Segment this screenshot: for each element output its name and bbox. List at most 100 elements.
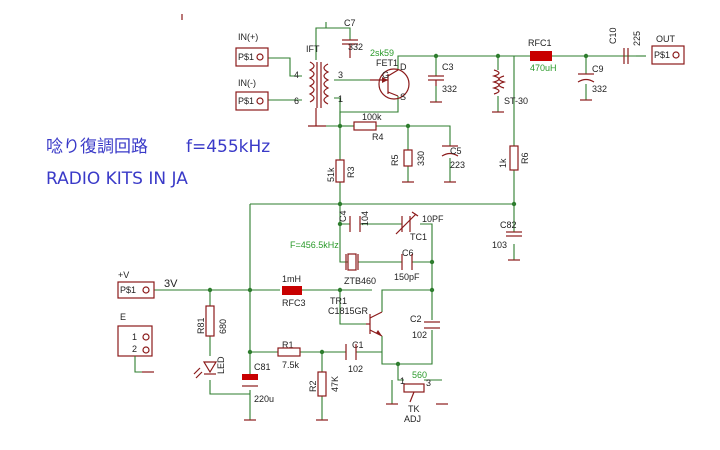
svg-text:R5: R5 bbox=[390, 154, 400, 166]
svg-text:C1815GR: C1815GR bbox=[328, 306, 369, 316]
c5-capacitor: C5 223 bbox=[441, 145, 465, 183]
svg-text:470uH: 470uH bbox=[530, 63, 557, 73]
svg-text:1: 1 bbox=[338, 94, 343, 104]
fet1-transistor: 2sk59 FET1 G D S bbox=[370, 48, 410, 102]
c82-capacitor: C82 103 bbox=[492, 220, 522, 261]
svg-text:R6: R6 bbox=[520, 152, 530, 164]
st30-coil: ST-30 bbox=[491, 69, 528, 113]
r4-resistor: 100k R4 bbox=[353, 112, 384, 142]
vr-adjust-potentiometer: 560 1 3 TK ADJ bbox=[386, 370, 448, 424]
svg-text:1: 1 bbox=[400, 376, 405, 386]
svg-text:10PF: 10PF bbox=[422, 214, 444, 224]
svg-text:IN(-): IN(-) bbox=[238, 78, 256, 88]
svg-text:680: 680 bbox=[218, 319, 228, 334]
svg-text:C2: C2 bbox=[410, 314, 422, 324]
svg-text:103: 103 bbox=[492, 240, 507, 250]
svg-text:TC1: TC1 bbox=[410, 232, 427, 242]
junctions bbox=[207, 53, 589, 367]
svg-text:330: 330 bbox=[416, 151, 426, 166]
wires bbox=[154, 22, 646, 420]
c6-capacitor: C6 150pF bbox=[394, 248, 420, 282]
vplus-connector: +V P$1 3V bbox=[117, 270, 178, 299]
svg-text:LED: LED bbox=[216, 356, 226, 374]
svg-text:RFC3: RFC3 bbox=[282, 298, 306, 308]
svg-text:225: 225 bbox=[632, 31, 642, 46]
svg-text:C10: C10 bbox=[608, 27, 618, 44]
svg-text:4: 4 bbox=[294, 70, 299, 80]
svg-text:TK: TK bbox=[408, 404, 420, 414]
r6-resistor: 1k R6 bbox=[498, 145, 530, 171]
c9-capacitor: C9 332 bbox=[577, 64, 607, 101]
svg-text:C3: C3 bbox=[442, 62, 454, 72]
svg-text:1: 1 bbox=[132, 332, 137, 342]
svg-text:3: 3 bbox=[338, 70, 343, 80]
svg-text:C4: C4 bbox=[338, 210, 348, 222]
svg-text:3V: 3V bbox=[164, 278, 178, 290]
svg-text:E: E bbox=[120, 312, 126, 322]
svg-text:C5: C5 bbox=[450, 146, 462, 156]
frequency-note: F=456.5kHz bbox=[290, 240, 339, 250]
in-minus-connector: IN(-) P$1 bbox=[235, 78, 269, 111]
svg-text:ST-30: ST-30 bbox=[504, 96, 528, 106]
r5-resistor: R5 330 bbox=[390, 149, 426, 183]
svg-text:1mH: 1mH bbox=[282, 274, 301, 284]
svg-text:R2: R2 bbox=[308, 380, 318, 392]
c2-capacitor: C2 102 bbox=[410, 314, 440, 340]
title-frequency: f=455kHz bbox=[186, 137, 270, 157]
r1-resistor: R1 7.5k bbox=[277, 340, 301, 370]
svg-text:47K: 47K bbox=[330, 376, 340, 392]
svg-text:C7: C7 bbox=[344, 18, 356, 28]
svg-text:C82: C82 bbox=[500, 220, 517, 230]
svg-text:102: 102 bbox=[412, 330, 427, 340]
svg-text:6: 6 bbox=[294, 96, 299, 106]
rfc1-inductor: RFC1 470uH bbox=[528, 38, 557, 73]
svg-text:TR1: TR1 bbox=[330, 296, 347, 306]
svg-text:C9: C9 bbox=[592, 64, 604, 74]
c3-capacitor: C3 332 bbox=[428, 62, 457, 103]
svg-text:150pF: 150pF bbox=[394, 272, 420, 282]
svg-text:+V: +V bbox=[118, 270, 129, 280]
svg-text:220u: 220u bbox=[254, 394, 274, 404]
svg-text:560: 560 bbox=[412, 370, 427, 380]
svg-text:P$1: P$1 bbox=[654, 50, 670, 60]
rfc3-inductor: 1mH RFC3 bbox=[282, 274, 306, 308]
c4-capacitor: C4 104 bbox=[338, 210, 370, 232]
svg-text:G: G bbox=[382, 70, 389, 80]
svg-text:C81: C81 bbox=[254, 362, 271, 372]
svg-text:R1: R1 bbox=[282, 340, 294, 350]
in-plus-connector: IN(+) P$1 bbox=[235, 32, 269, 67]
svg-text:C6: C6 bbox=[402, 248, 414, 258]
svg-text:R81: R81 bbox=[196, 317, 206, 334]
c7-capacitor: C7 332 bbox=[342, 18, 363, 58]
svg-text:1k: 1k bbox=[498, 158, 508, 168]
svg-text:D: D bbox=[400, 62, 407, 72]
svg-text:S: S bbox=[400, 92, 406, 102]
svg-text:7.5k: 7.5k bbox=[282, 360, 300, 370]
title-japanese: 唸り復調回路 bbox=[46, 137, 148, 157]
c10-capacitor: C10 225 bbox=[608, 27, 642, 64]
ift-transformer: IFT 4 6 3 1 bbox=[294, 44, 343, 127]
r2-resistor: R2 47K bbox=[308, 371, 340, 397]
svg-text:C1: C1 bbox=[352, 340, 364, 350]
svg-text:IFT: IFT bbox=[306, 44, 320, 54]
svg-text:332: 332 bbox=[442, 84, 457, 94]
svg-text:P$1: P$1 bbox=[238, 96, 254, 106]
r81-resistor: R81 680 bbox=[196, 305, 228, 337]
out-connector: OUT P$1 bbox=[651, 34, 685, 65]
svg-text:R4: R4 bbox=[372, 132, 384, 142]
ceramic-resonator: ZTB460 bbox=[344, 253, 376, 286]
svg-text:3: 3 bbox=[426, 378, 431, 388]
svg-text:223: 223 bbox=[450, 160, 465, 170]
c81-capacitor: C81 220u bbox=[242, 362, 274, 404]
svg-text:P$1: P$1 bbox=[238, 52, 254, 62]
svg-text:IN(+): IN(+) bbox=[238, 32, 258, 42]
ground-symbols bbox=[142, 371, 328, 421]
tc1-trimmer-capacitor: 10PF TC1 bbox=[395, 211, 444, 242]
svg-text:FET1: FET1 bbox=[376, 58, 398, 68]
svg-text:OUT: OUT bbox=[656, 34, 676, 44]
tr1-transistor: TR1 C1815GR bbox=[328, 296, 383, 337]
svg-text:P$1: P$1 bbox=[120, 285, 136, 295]
svg-text:ZTB460: ZTB460 bbox=[344, 276, 376, 286]
svg-text:R3: R3 bbox=[346, 166, 356, 178]
